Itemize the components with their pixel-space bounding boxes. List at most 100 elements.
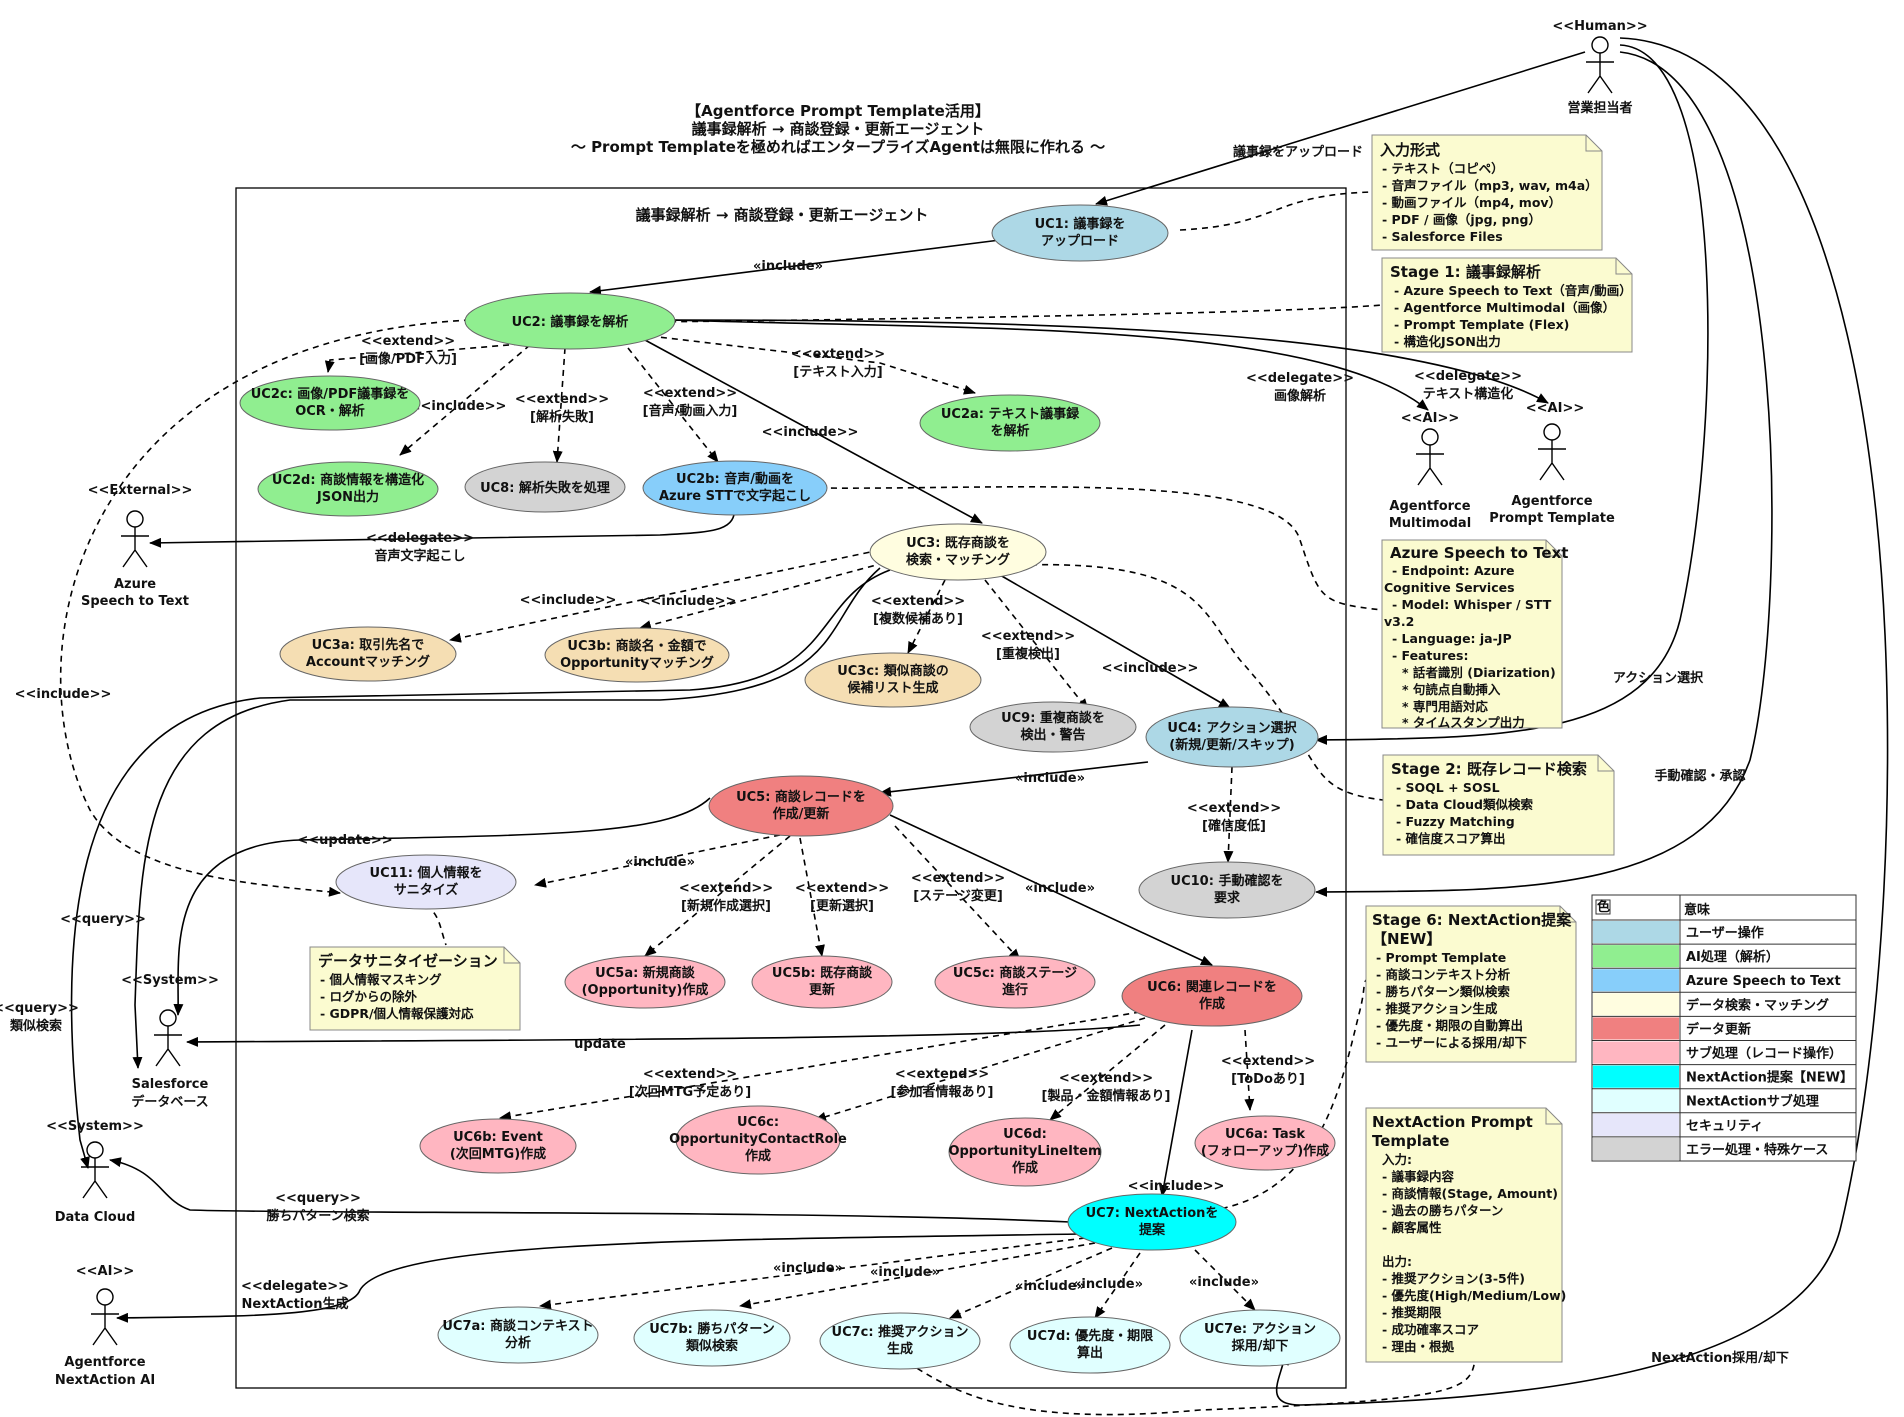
svg-text:v3.2: v3.2 [1384,614,1414,629]
svg-text:議事録解析 → 商談登録・更新エージェント: 議事録解析 → 商談登録・更新エージェント [692,120,985,138]
svg-text:UC2b: 音声/動画を: UC2b: 音声/動画を [676,471,794,487]
actor-sfdb-stereotype: <<System>> [121,973,219,988]
svg-text:作成: 作成 [1012,1160,1038,1176]
svg-text:<<extend>>: <<extend>> [981,629,1075,644]
notes: 入力形式 - テキスト（コピペ） - 音声ファイル（mp3, wav, m4a）… [309,134,1633,1363]
svg-text:Accountマッチング: Accountマッチング [306,654,430,670]
svg-text:<<include>>: <<include>> [640,594,737,609]
edge-uc5-sfdb [173,797,711,1016]
actor-azure[interactable] [121,510,149,568]
edge-uc3-uc4 [999,574,1231,709]
note-link-stage6 [1199,979,1367,1213]
note-nextaction-prompt: NextAction Prompt Template 入力: - 議事録内容 -… [1365,1107,1566,1363]
edge-uc6-uc6a [1244,1029,1255,1111]
svg-text:- 顧客属性: - 顧客属性 [1382,1220,1442,1235]
uc4[interactable]: UC4: アクション選択(新規/更新/スキップ) [1145,706,1319,768]
svg-text:- Prompt Template: - Prompt Template [1376,950,1506,965]
svg-text:- PDF / 画像（jpg, png）: - PDF / 画像（jpg, png） [1382,212,1541,227]
svg-text:(次回MTG)作成: (次回MTG)作成 [450,1146,546,1162]
svg-text:<<delegate>>: <<delegate>> [366,531,474,546]
note-stage6: Stage 6: NextAction提案 【NEW】 - Prompt Tem… [1365,905,1577,1063]
svg-text:<<include>>: <<include>> [762,425,859,440]
svg-text:UC2c: 画像/PDF議事録を: UC2c: 画像/PDF議事録を [251,386,410,402]
legend-label: NextAction提案【NEW】 [1686,1070,1853,1086]
uc5a[interactable]: UC5a: 新規商談(Opportunity)作成 [564,955,726,1009]
actor-datacloud-stereotype: <<System>> [46,1119,144,1134]
svg-text:<<update>>: <<update>> [297,833,392,848]
svg-text:<<include>>: <<include>> [410,399,507,414]
svg-text:- Fuzzy Matching: - Fuzzy Matching [1396,814,1515,829]
edge-uc7-uc7b [739,1242,1096,1310]
uc2[interactable]: UC2: 議事録を解析 [464,292,676,350]
actor-salesforce-db[interactable] [154,1009,182,1067]
uc7c[interactable]: UC7c: 推奨アクション生成 [819,1312,981,1370]
actor-nextaction-ai[interactable] [91,1288,119,1346]
svg-text:- ログからの除外: - ログからの除外 [320,989,418,1004]
uc7b[interactable]: UC7b: 勝ちパターン類似検索 [633,1309,791,1367]
actor-data-cloud[interactable] [81,1141,109,1199]
svg-text:<<extend>>: <<extend>> [679,881,773,896]
svg-text:[画像/PDF入力]: [画像/PDF入力] [359,351,457,367]
svg-text:«include»: «include» [773,1261,843,1276]
svg-text:* 話者識別 (Diarization): * 話者識別 (Diarization) [1402,665,1556,680]
svg-text:<<extend>>: <<extend>> [871,594,965,609]
svg-text:類似検索: 類似検索 [685,1338,738,1354]
uc6a[interactable]: UC6a: Task(フォローアップ)作成 [1194,1115,1336,1171]
actor-prompt-template[interactable] [1538,423,1566,481]
svg-text:- 勝ちパターン類似検索: - 勝ちパターン類似検索 [1376,984,1510,999]
legend-swatch [1593,993,1679,1016]
svg-text:- Data Cloud類似検索: - Data Cloud類似検索 [1396,797,1534,812]
actor-multimodal[interactable] [1416,428,1444,486]
legend-label: NextActionサブ処理 [1686,1094,1819,1110]
svg-text:要求: 要求 [1214,890,1241,906]
svg-text:<<include>>: <<include>> [1128,1179,1225,1194]
svg-text:- 優先度・期限の自動算出: - 優先度・期限の自動算出 [1376,1018,1523,1033]
svg-text:UC3b: 商談名・金額で: UC3b: 商談名・金額で [567,638,706,654]
note-stage2: Stage 2: 既存レコード検索 - SOQL + SOSL - Data C… [1382,754,1615,856]
svg-text:Cognitive Services: Cognitive Services [1384,580,1515,595]
svg-text:«include»: «include» [753,259,823,274]
svg-text:(Opportunity)作成: (Opportunity)作成 [582,982,709,998]
actor-human[interactable] [1586,36,1614,94]
svg-text:入力:: 入力: [1382,1152,1412,1167]
svg-text:Speech to Text: Speech to Text [81,594,189,609]
svg-text:UC5: 商談レコードを: UC5: 商談レコードを [736,789,866,805]
edge-uc6-sfdb [186,1024,1141,1047]
svg-text:[参加者情報あり]: [参加者情報あり] [891,1084,994,1100]
svg-text:- 成功確率スコア: - 成功確率スコア [1382,1322,1479,1337]
svg-text:«include»: «include» [1025,881,1095,896]
svg-text:Azure STTで文字起こし: Azure STTで文字起こし [659,488,811,504]
edge-uc3-sfdb [132,567,881,1069]
uc8[interactable]: UC8: 解析失敗を処理 [464,461,626,513]
actor-nextai-stereotype: <<AI>> [76,1264,134,1279]
svg-text:出力:: 出力: [1382,1254,1412,1269]
uc6b[interactable]: UC6b: Event(次回MTG)作成 [419,1118,577,1174]
svg-text:- 優先度(High/Medium/Low): - 優先度(High/Medium/Low) [1382,1288,1566,1303]
svg-text:UC6: 関連レコードを: UC6: 関連レコードを [1147,979,1277,995]
uc1[interactable]: UC1: 議事録をアップロード [991,204,1169,262]
svg-text:- 動画ファイル（mp4, mov）: - 動画ファイル（mp4, mov） [1382,195,1561,210]
uc7a[interactable]: UC7a: 商談コンテキスト分析 [437,1306,599,1364]
svg-text:Azure Speech to Text: Azure Speech to Text [1390,544,1568,562]
